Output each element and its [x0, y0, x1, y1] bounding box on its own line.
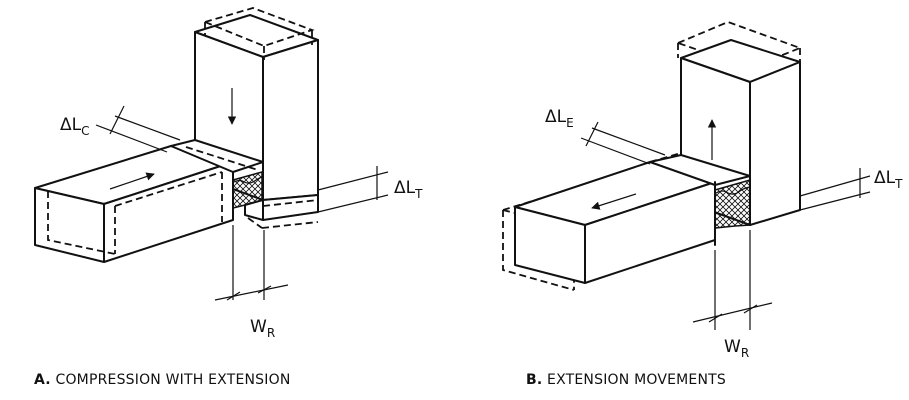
arrow-right-icon [109, 172, 155, 190]
dimension-delta-lt-b [799, 168, 871, 211]
caption-b-letter: B. [526, 372, 543, 388]
caption-a-letter: A. [34, 372, 51, 388]
horizontal-block-a [34, 139, 264, 263]
label-delta-le: ΔLE [545, 107, 574, 130]
label-wr-a: WR [250, 317, 275, 340]
caption-a: A. COMPRESSION WITH EXTENSION [34, 372, 291, 388]
dimension-wr-b [692, 230, 773, 330]
arrow-left-icon [591, 193, 637, 210]
caption-b: B. EXTENSION MOVEMENTS [526, 372, 726, 388]
diagram-a: ΔLC ΔLT WR [34, 7, 423, 340]
caption-a-text: COMPRESSION WITH EXTENSION [55, 372, 291, 388]
dimension-delta-lc [95, 105, 181, 153]
sealant-joint-a [232, 171, 263, 209]
label-delta-lt-a: ΔLT [394, 178, 423, 201]
dimension-delta-le [580, 121, 666, 165]
label-delta-lt-b: ΔLT [874, 168, 903, 191]
diagram-b: ΔLE ΔLT WR [502, 21, 903, 360]
caption-b-text: EXTENSION MOVEMENTS [547, 372, 726, 388]
label-wr-b: WR [724, 337, 749, 360]
label-delta-lc: ΔLC [60, 115, 90, 138]
horizontal-block-b [502, 152, 751, 291]
dimension-wr [214, 225, 289, 301]
dimension-delta-lt [317, 166, 389, 213]
